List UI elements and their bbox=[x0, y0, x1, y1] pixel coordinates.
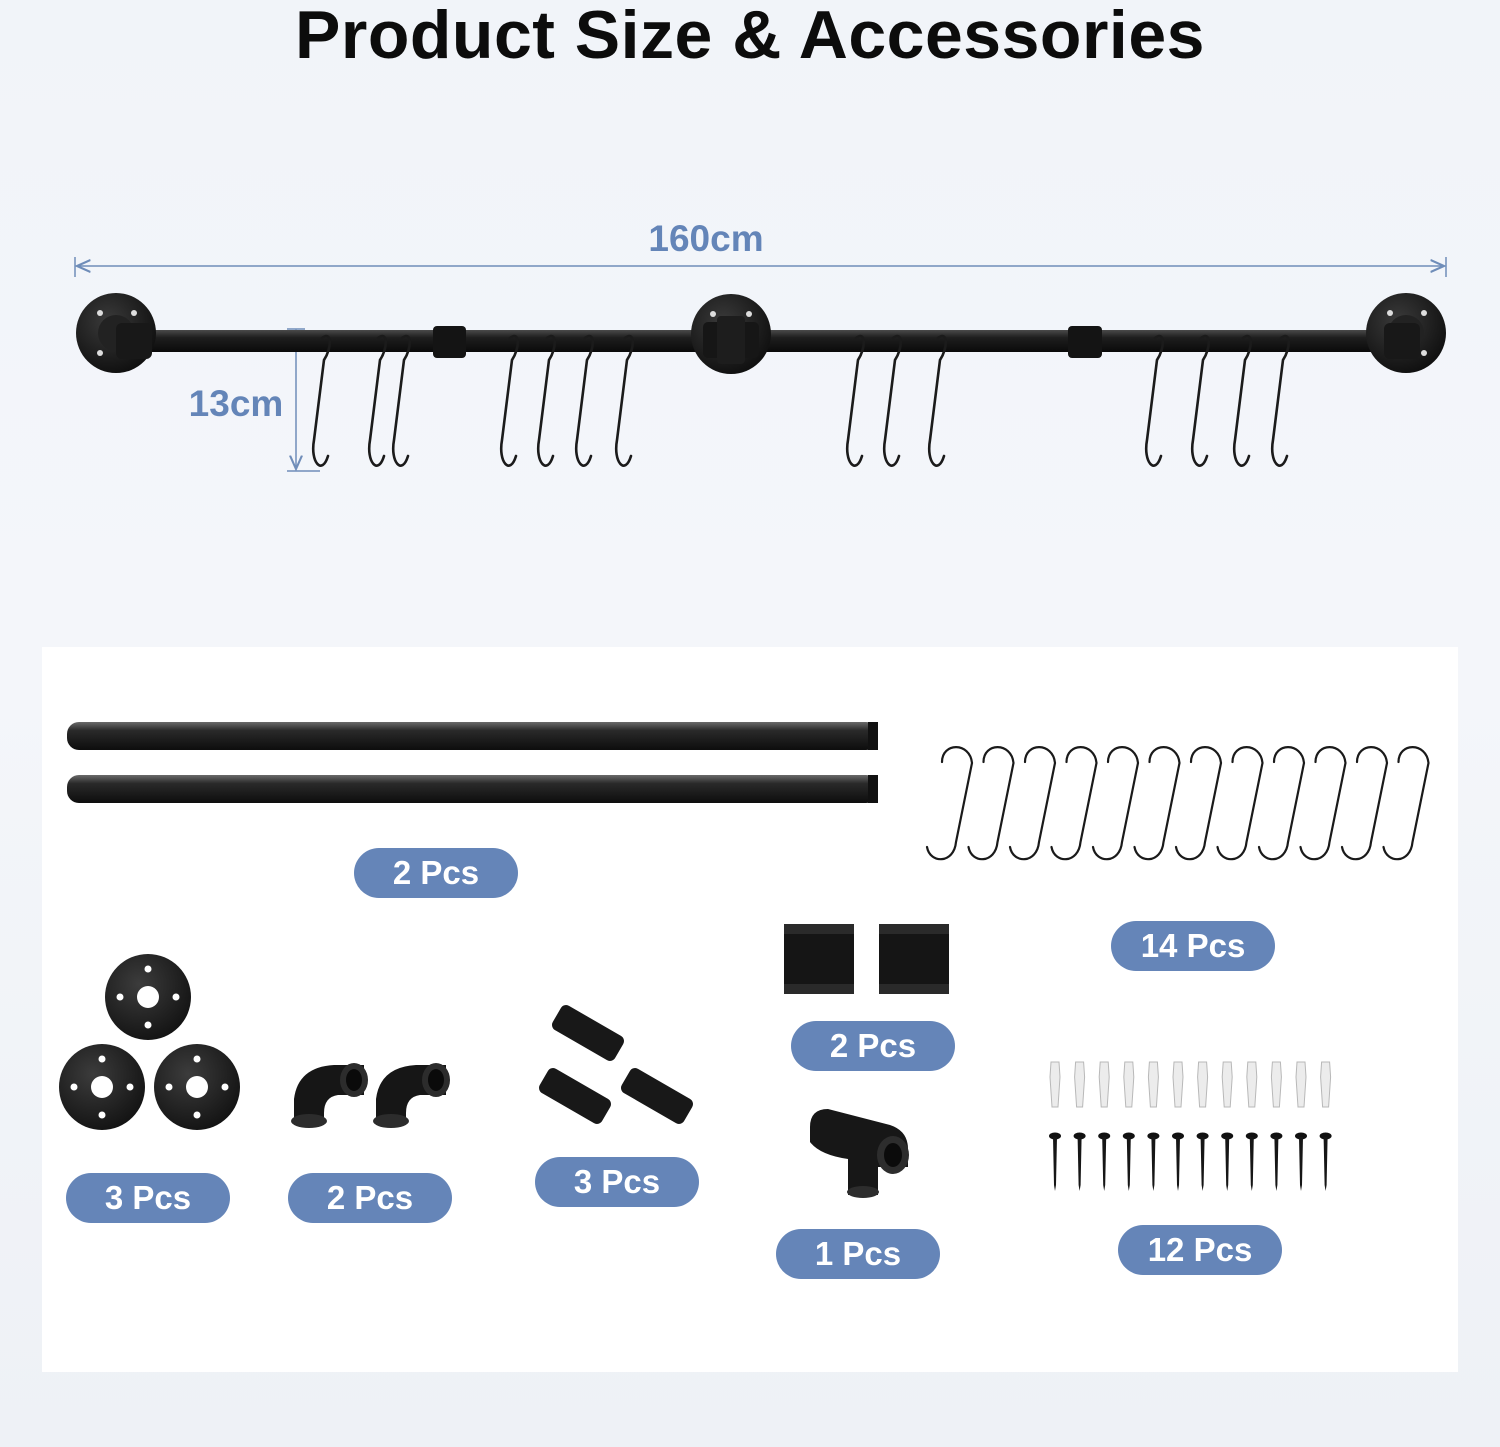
screw-shaft-icon bbox=[1299, 1137, 1303, 1191]
flange-icon bbox=[59, 954, 240, 1130]
screw-shaft-icon bbox=[1176, 1137, 1180, 1191]
s-hook-icon bbox=[391, 334, 412, 467]
screw-shaft-icon bbox=[1200, 1137, 1205, 1191]
screw-shaft-icon bbox=[1102, 1137, 1107, 1191]
s-hook-icon bbox=[1340, 746, 1389, 861]
screw-head-icon bbox=[1196, 1132, 1209, 1140]
wall-anchor-icon bbox=[1270, 1061, 1282, 1108]
screw-shaft-icon bbox=[1225, 1137, 1230, 1191]
height-dimension-line bbox=[287, 328, 320, 472]
elbows-count-badge: 2 Pcs bbox=[288, 1173, 452, 1223]
accessories-panel: 2 Pcs 14 Pcs 2 Pcs 3 Pcs 2 Pcs 3 Pcs 1 P… bbox=[42, 647, 1458, 1372]
elbow-icon bbox=[291, 1063, 450, 1128]
s-hook-icon bbox=[882, 334, 903, 467]
s-hook-icon bbox=[1008, 746, 1057, 861]
screw-head-icon bbox=[1147, 1132, 1160, 1140]
screw-head-icon bbox=[1221, 1132, 1234, 1140]
assembled-rack-drawing bbox=[74, 257, 1447, 472]
s-hook-icon bbox=[925, 746, 1430, 861]
screw-head-icon bbox=[1245, 1132, 1258, 1140]
s-hook-icon bbox=[1299, 746, 1347, 861]
s-hook-icon bbox=[1133, 746, 1181, 861]
screw-head-icon bbox=[1073, 1132, 1086, 1140]
coupling-icon bbox=[784, 924, 949, 994]
wall-anchor-icon bbox=[1172, 1061, 1184, 1108]
rack-hooks bbox=[311, 334, 1291, 467]
screw-head-icon bbox=[1295, 1132, 1307, 1140]
couplings-count-badge: 2 Pcs bbox=[791, 1021, 955, 1071]
rack-coupling-left bbox=[433, 326, 466, 358]
s-hook-icon bbox=[1091, 746, 1140, 861]
wall-anchor-icon bbox=[1295, 1061, 1307, 1108]
wall-anchor-icon bbox=[1098, 1061, 1110, 1108]
s-hook-icon bbox=[574, 334, 595, 467]
accessories-drawing bbox=[59, 722, 1430, 1198]
s-hook-icon bbox=[925, 746, 974, 861]
wall-flange-right bbox=[1366, 293, 1446, 373]
wall-anchor-icon bbox=[1246, 1061, 1258, 1108]
wall-anchor-icon bbox=[1221, 1061, 1233, 1108]
s-hook-icon bbox=[536, 334, 557, 467]
s-hook-icon bbox=[967, 746, 1015, 861]
pipes-count-badge: 2 Pcs bbox=[354, 848, 518, 898]
s-hook-icon bbox=[1382, 746, 1430, 861]
wall-anchor-icon bbox=[1197, 1061, 1209, 1108]
pipe-icon bbox=[67, 722, 878, 803]
nipples-count-badge: 3 Pcs bbox=[535, 1157, 699, 1207]
nipple-icon bbox=[539, 1005, 693, 1124]
s-hook-icon bbox=[1257, 746, 1306, 861]
wall-anchor-icon bbox=[1320, 1061, 1332, 1108]
wall-anchor-icon bbox=[1123, 1061, 1135, 1108]
s-hook-icon bbox=[1270, 334, 1291, 467]
wall-anchor-icon bbox=[1049, 1061, 1061, 1108]
screw-shaft-icon bbox=[1053, 1137, 1057, 1191]
s-hook-icon bbox=[1216, 746, 1264, 861]
screw-shaft-icon bbox=[1151, 1137, 1156, 1191]
screw-head-icon bbox=[1172, 1132, 1184, 1140]
screw-head-icon bbox=[1122, 1132, 1135, 1140]
width-dimension-label: 160cm bbox=[648, 218, 764, 259]
width-dimension-line bbox=[74, 257, 1447, 277]
screw-head-icon bbox=[1270, 1132, 1283, 1140]
wall-flange-center bbox=[691, 294, 771, 374]
screw-shaft-icon bbox=[1323, 1137, 1328, 1191]
s-hook-icon bbox=[1174, 746, 1223, 861]
screw-shaft-icon bbox=[1274, 1137, 1279, 1191]
wall-anchor-icon bbox=[1147, 1061, 1159, 1108]
flanges-count-badge: 3 Pcs bbox=[66, 1173, 230, 1223]
s-hook-icon bbox=[845, 334, 866, 467]
tee-count-badge: 1 Pcs bbox=[776, 1229, 940, 1279]
s-hook-icon bbox=[614, 334, 635, 467]
height-dimension-label: 13cm bbox=[188, 383, 284, 424]
s-hook-icon bbox=[1190, 334, 1211, 467]
screw-head-icon bbox=[1319, 1132, 1332, 1140]
wall-anchor-icon bbox=[1074, 1061, 1086, 1108]
screw-shaft-icon bbox=[1126, 1137, 1131, 1191]
page-title: Product Size & Accessories bbox=[295, 0, 1205, 73]
screw-head-icon bbox=[1049, 1132, 1061, 1140]
screw-shaft-icon bbox=[1249, 1137, 1254, 1191]
rack-coupling-right bbox=[1068, 326, 1102, 358]
screw-head-icon bbox=[1098, 1132, 1111, 1140]
screw-shaft-icon bbox=[1077, 1137, 1082, 1191]
wall-flange-left bbox=[76, 293, 156, 373]
s-hook-icon bbox=[499, 334, 520, 467]
s-hook-icon bbox=[1232, 334, 1253, 467]
s-hooks-count-badge: 14 Pcs bbox=[1111, 921, 1275, 971]
s-hook-icon bbox=[927, 334, 948, 467]
screws-count-badge: 12 Pcs bbox=[1118, 1225, 1282, 1275]
screw-icon bbox=[1049, 1061, 1332, 1191]
tee-icon bbox=[810, 1109, 909, 1198]
s-hook-icon bbox=[311, 334, 332, 467]
s-hook-icon bbox=[367, 334, 388, 467]
s-hook-icon bbox=[1050, 746, 1098, 861]
s-hook-icon bbox=[1144, 334, 1165, 467]
